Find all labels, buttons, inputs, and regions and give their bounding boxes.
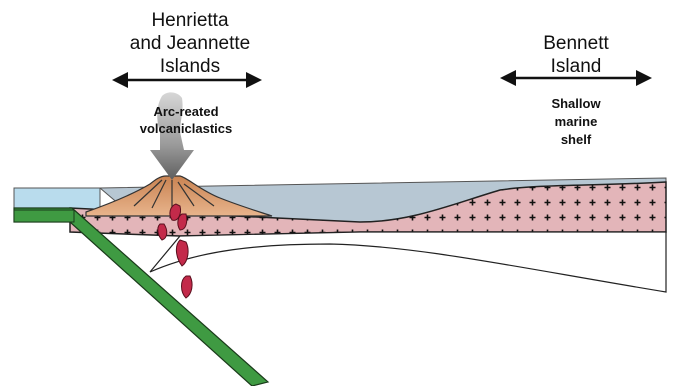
henrietta-line-1: Henrietta: [151, 10, 229, 31]
magma-drop-5: [182, 276, 193, 298]
volcanic-line-2: volcaniclastics: [140, 121, 233, 136]
shelf-line-3: shelf: [561, 132, 592, 147]
lower-lithosphere: [150, 232, 666, 292]
bennett-line-1: Bennett: [543, 33, 609, 54]
slab-top-strip: [14, 210, 74, 222]
shelf-line-2: marine: [555, 114, 598, 129]
bennett-line-2: Island: [551, 56, 602, 77]
bennett-label: Bennett Island: [543, 33, 609, 77]
volcanic-line-1: Arc-reated: [153, 104, 218, 119]
magma-drop-3: [158, 224, 167, 240]
shelf-label: Shallow marine shelf: [551, 96, 601, 147]
henrietta-line-3: Islands: [160, 56, 220, 77]
henrietta-label: Henrietta and Jeannette Islands: [130, 10, 250, 77]
shelf-line-1: Shallow: [551, 96, 601, 111]
volcaniclastics-label: Arc-reated volcaniclastics: [140, 104, 233, 136]
henrietta-line-2: and Jeannette: [130, 33, 250, 54]
sea-water: [14, 188, 100, 210]
